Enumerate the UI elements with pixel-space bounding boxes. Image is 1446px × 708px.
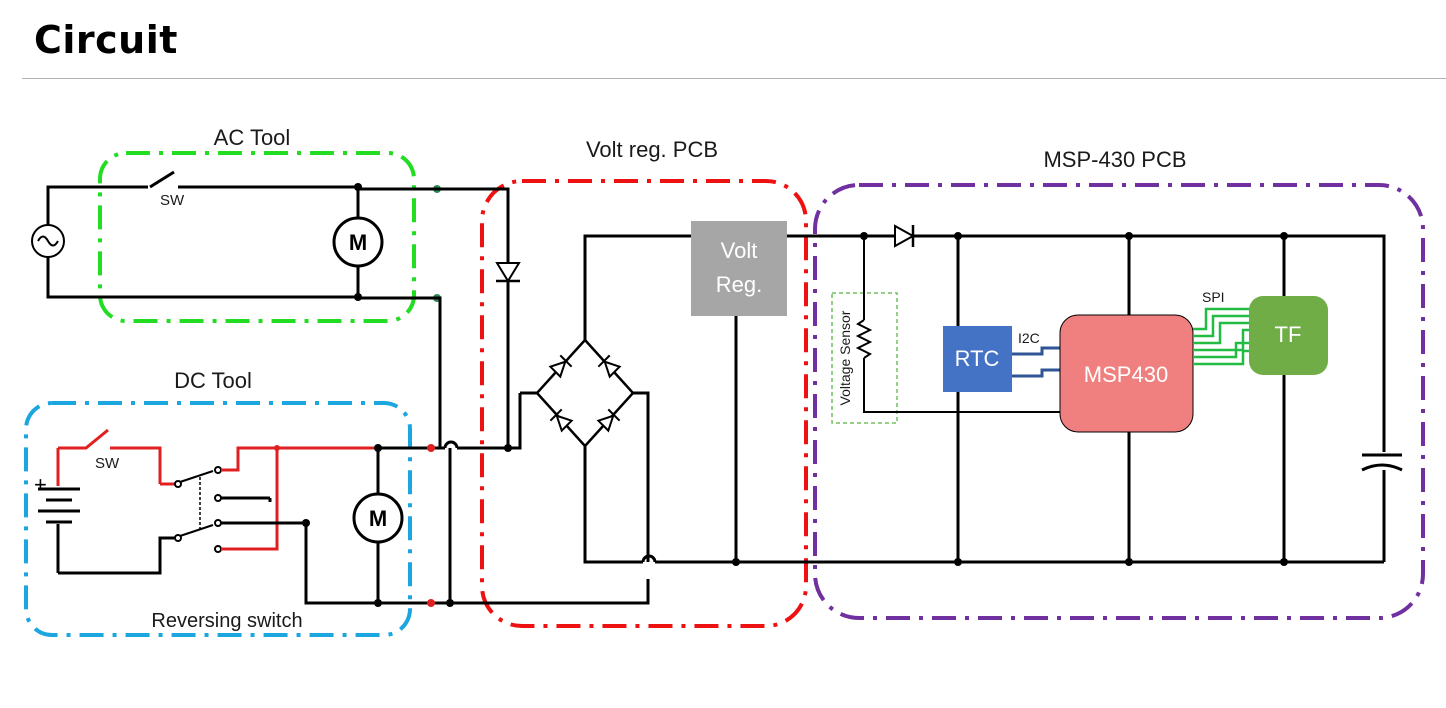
msp-pcb-label: MSP-430 PCB: [1043, 147, 1186, 172]
dc-switch-label: SW: [95, 455, 120, 472]
ac-tool-label: AC Tool: [214, 125, 291, 150]
volt-reg-label-line1: Volt: [721, 238, 758, 263]
capacitor: [1361, 453, 1403, 472]
reversing-switch: [58, 446, 378, 575]
dc-tool-label: DC Tool: [174, 368, 252, 393]
sensor-resistor: [855, 319, 873, 359]
bridge-rectifier: [535, 338, 635, 448]
spi-label: SPI: [1202, 289, 1225, 305]
spi-bus: [1193, 307, 1250, 366]
tf-label: TF: [1275, 322, 1302, 347]
ac-motor-label: M: [349, 230, 367, 255]
tf-block: [1249, 296, 1328, 375]
msp-diode: [894, 224, 916, 248]
rtc-block: [943, 326, 1012, 392]
input-diode: [495, 262, 521, 283]
rtc-label: RTC: [955, 346, 1000, 371]
ac-source: [31, 224, 65, 258]
title-divider: [22, 78, 1446, 79]
dc-motor-label: M: [369, 506, 387, 531]
dc-tool-region: [24, 401, 412, 637]
dc-motor: M: [352, 492, 404, 544]
ac-switch: [149, 170, 358, 189]
msp430-block: [1059, 314, 1194, 433]
reversing-switch-label: Reversing switch: [151, 610, 302, 632]
volt-reg-pcb-label: Volt reg. PCB: [586, 137, 718, 162]
volt-reg-block: [691, 221, 787, 316]
msp-pcb-region: [813, 183, 1425, 620]
volt-reg-label-line2: Reg.: [716, 272, 762, 297]
battery: [38, 448, 80, 573]
voltage-sensor-label: Voltage Sensor: [837, 310, 853, 405]
battery-plus-label: +: [34, 472, 47, 497]
page-title: Circuit: [34, 18, 178, 62]
voltage-sensor-box: [831, 292, 898, 424]
i2c-label: I2C: [1018, 330, 1040, 346]
msp430-label: MSP430: [1084, 362, 1168, 387]
ac-motor: M: [332, 216, 384, 268]
dc-switch: [58, 428, 162, 484]
ac-switch-label: SW: [160, 192, 185, 209]
